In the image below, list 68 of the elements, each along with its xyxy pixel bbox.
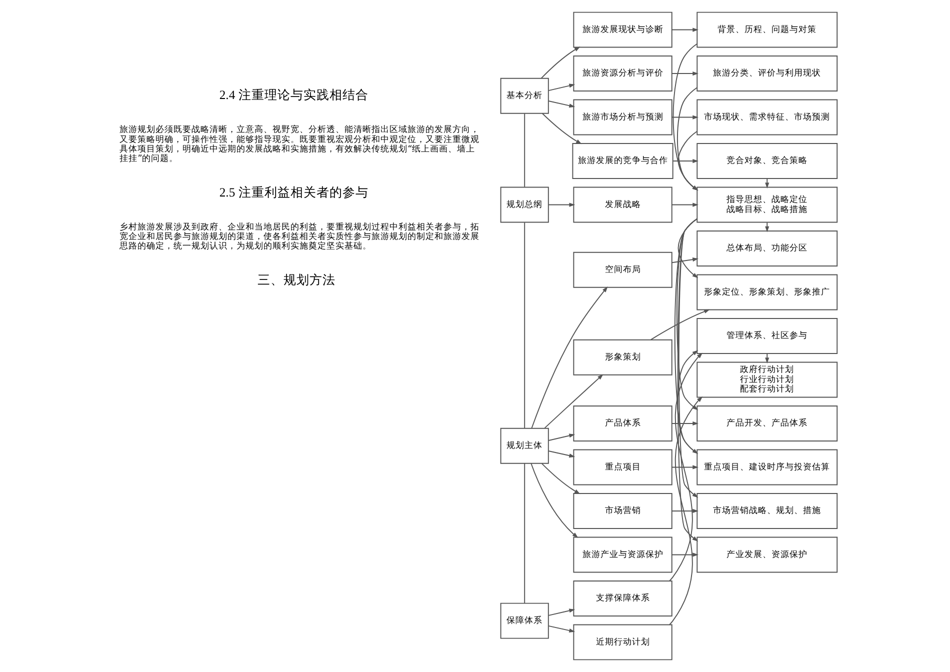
label: 乡村旅游发展涉及到政府、企业和当地居民的利益，要重视规划过程中利益相关者参与，拓宽企业和居民参与旅游规划的渠道，使各利益相关者实质性参与旅游规划的制定和旅游发展思路的确定，统一规划认识，为规划的顺利实施奠定坚实基础。 bbox=[119, 222, 480, 252]
node-box: 形象定位、形象策划、形象推广 bbox=[696, 274, 838, 310]
arrow bbox=[670, 28, 698, 32]
arrow bbox=[650, 309, 710, 340]
node-box: 支撑保障体系 bbox=[572, 580, 672, 616]
arrow bbox=[548, 625, 575, 633]
arrow bbox=[548, 434, 575, 441]
node-box: 总体布局、功能分区 bbox=[696, 230, 838, 266]
arrow bbox=[548, 100, 575, 108]
node-box: 产品开发、产品体系 bbox=[696, 406, 838, 442]
node-box: 保障体系 bbox=[500, 602, 548, 639]
arrow bbox=[530, 463, 578, 538]
arrow bbox=[672, 158, 698, 164]
node-box: 旅游发展现状与诊断 bbox=[572, 12, 672, 48]
node-box: 管理体系、社区参与 bbox=[696, 318, 838, 354]
arrow bbox=[670, 421, 698, 426]
arrow bbox=[540, 46, 580, 79]
node-box: 旅游资源分析与评价 bbox=[572, 56, 672, 92]
node-box: 形象策划 bbox=[572, 339, 672, 376]
node-box: 基本分析 bbox=[500, 78, 548, 114]
node-box: 旅游市场分析与预测 bbox=[572, 99, 672, 136]
arrow bbox=[670, 465, 698, 470]
node-box: 市场营销战略、规划、措施 bbox=[696, 493, 838, 529]
arrow bbox=[670, 552, 698, 557]
arrow bbox=[548, 202, 575, 207]
node-box: 产业发展、资源保护 bbox=[696, 536, 838, 573]
node-box: 重点项目 bbox=[572, 449, 672, 486]
node-box: 竞合对象、竞合策略 bbox=[696, 143, 838, 180]
node-box: 旅游产业与资源保护 bbox=[572, 536, 672, 573]
node-box: 发展战略 bbox=[572, 186, 672, 223]
arrow bbox=[668, 396, 702, 626]
node-box: 重点项目、建设时序与投资估算 bbox=[696, 449, 838, 486]
node-box: 旅游分类、评价与利用现状 bbox=[696, 56, 838, 92]
label: 三、规划方法 bbox=[257, 272, 336, 287]
arrow bbox=[540, 463, 580, 494]
connector bbox=[524, 462, 525, 604]
label: 2.5 注重利益相关者的参与 bbox=[218, 185, 368, 200]
node-box: 空间布局 bbox=[572, 252, 672, 288]
node-box: 产品体系 bbox=[572, 406, 672, 442]
node-box: 规划主体 bbox=[500, 428, 548, 464]
arrow bbox=[530, 286, 608, 429]
node-box: 旅游发展的竞争与合作 bbox=[572, 143, 673, 180]
arrow bbox=[544, 374, 603, 428]
arrow bbox=[668, 352, 702, 582]
arrow bbox=[672, 43, 698, 191]
arrow bbox=[548, 84, 575, 92]
arrow bbox=[670, 258, 698, 264]
arrow bbox=[676, 87, 698, 191]
arrow bbox=[670, 202, 698, 207]
arrow bbox=[677, 130, 698, 191]
connector bbox=[524, 222, 525, 428]
node-box: 市场营销 bbox=[572, 493, 672, 529]
node-box: 政府行动计划行业行动计划配套行动计划 bbox=[696, 362, 838, 398]
arrow bbox=[670, 508, 698, 514]
arrow bbox=[548, 608, 575, 616]
arrow bbox=[670, 72, 698, 76]
arrow bbox=[548, 450, 575, 458]
arrow bbox=[670, 115, 698, 120]
node-box: 指导思想、战略定位战略目标、战略措施 bbox=[696, 186, 838, 223]
node-box: 市场现状、需求特征、市场预测 bbox=[696, 99, 838, 136]
label: 2.4 注重理论与实践相结合 bbox=[218, 88, 368, 102]
arrow bbox=[541, 113, 582, 144]
label: 旅游规划必须既要战略清晰，立意高、视野宽、分析透、能清晰指出区域旅游的发展方向，又要策略明确，可操作性强，能够指导现实。既要重视宏观分析和中观定位，又要注重微观具体项目策划，明确近中远期的发展战略和实施措施，有效解决传统规划“纸上画画、墙上挂挂”的问题。 bbox=[119, 125, 480, 164]
arrow bbox=[764, 222, 769, 232]
connector bbox=[524, 113, 525, 188]
node-box: 背景、历程、问题与对策 bbox=[696, 12, 838, 48]
node-box: 近期行动计划 bbox=[572, 624, 672, 660]
node-box: 规划总纲 bbox=[500, 186, 548, 223]
